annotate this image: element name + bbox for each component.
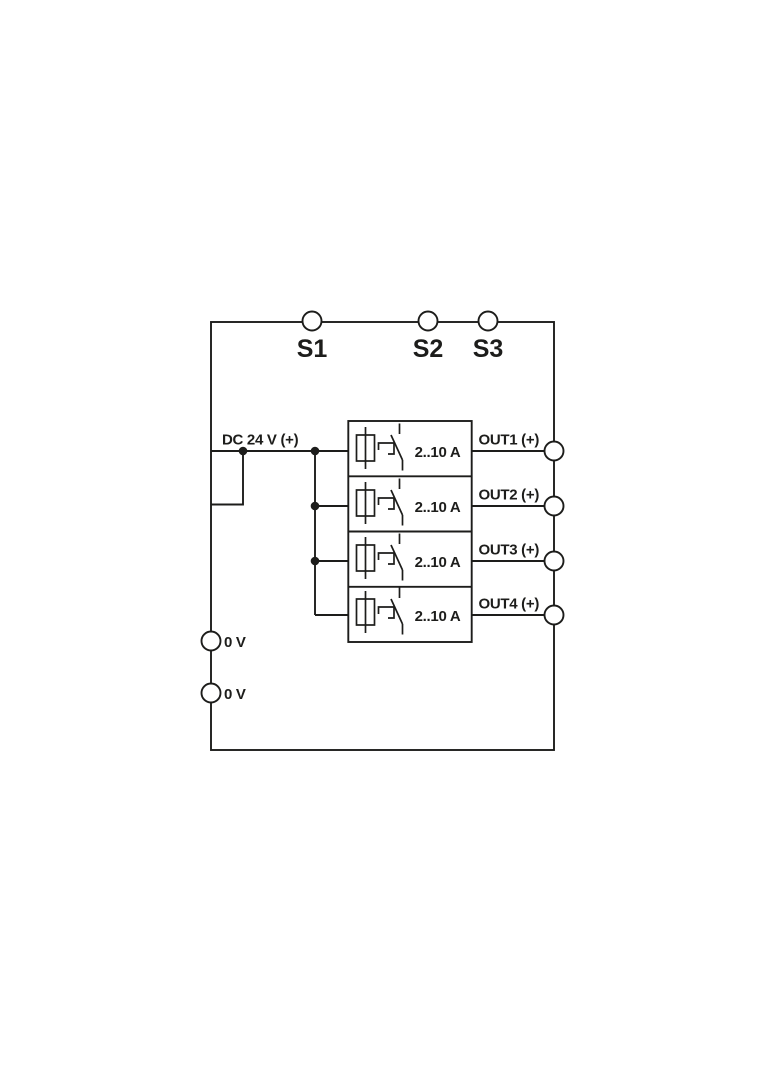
terminal-s1 xyxy=(301,310,323,332)
channel-2: 2..10 A OUT2 (+) xyxy=(355,478,554,526)
breaker-contact-icon xyxy=(377,423,404,471)
terminal-out4 xyxy=(543,604,565,626)
channel-rating: 2..10 A xyxy=(415,554,461,571)
junction-dot xyxy=(310,501,320,511)
breaker-contact-icon xyxy=(377,533,404,581)
terminal-s1-label: S1 xyxy=(297,335,328,363)
terminal-s3-label: S3 xyxy=(473,335,504,363)
breaker-contact-icon xyxy=(377,587,404,635)
terminal-s2 xyxy=(417,310,439,332)
signal-terminals: S1 S2 S3 xyxy=(297,310,504,363)
channel-4: 2..10 A OUT4 (+) xyxy=(355,587,554,635)
terminal-s2-label: S2 xyxy=(413,335,444,363)
terminal-0v-1 xyxy=(200,630,222,652)
fuse-icon xyxy=(355,482,376,524)
channel-block-stack xyxy=(347,420,473,643)
zero-volt-terminals: 0 V 0 V xyxy=(200,630,246,704)
channel-rating: 2..10 A xyxy=(415,444,461,461)
latch-hook-icon xyxy=(377,552,395,565)
device-outline xyxy=(210,321,555,751)
terminal-0v-2-label: 0 V xyxy=(224,686,246,703)
channel-1: 2..10 A OUT1 (+) xyxy=(355,423,554,471)
terminal-out2 xyxy=(543,495,565,517)
channel-3: 2..10 A OUT3 (+) xyxy=(355,533,554,581)
latch-hook-icon xyxy=(377,606,395,619)
fuse-icon xyxy=(355,537,376,579)
dc-input-label: DC 24 V (+) xyxy=(222,432,299,449)
junction-dot xyxy=(310,556,320,566)
channel-rating: 2..10 A xyxy=(415,499,461,516)
breaker-contact-icon xyxy=(377,478,404,526)
latch-hook-icon xyxy=(377,442,395,455)
output-label: OUT1 (+) xyxy=(479,432,540,449)
terminal-0v-1-label: 0 V xyxy=(224,634,246,651)
output-terminals xyxy=(543,440,565,626)
latch-hook-icon xyxy=(377,497,395,510)
dc-input-jog-wire xyxy=(211,451,244,506)
junction-dot xyxy=(238,446,248,456)
terminal-out3 xyxy=(543,550,565,572)
output-label: OUT2 (+) xyxy=(479,487,540,504)
terminal-out1 xyxy=(543,440,565,462)
channel-rating: 2..10 A xyxy=(415,608,461,625)
output-label: OUT4 (+) xyxy=(479,596,540,613)
terminal-s3 xyxy=(477,310,499,332)
fuse-icon xyxy=(355,427,376,469)
fuse-icon xyxy=(355,591,376,633)
terminal-0v-2 xyxy=(200,682,222,704)
supply-wiring xyxy=(211,446,349,616)
junction-dot xyxy=(310,446,320,456)
output-label: OUT3 (+) xyxy=(479,542,540,559)
